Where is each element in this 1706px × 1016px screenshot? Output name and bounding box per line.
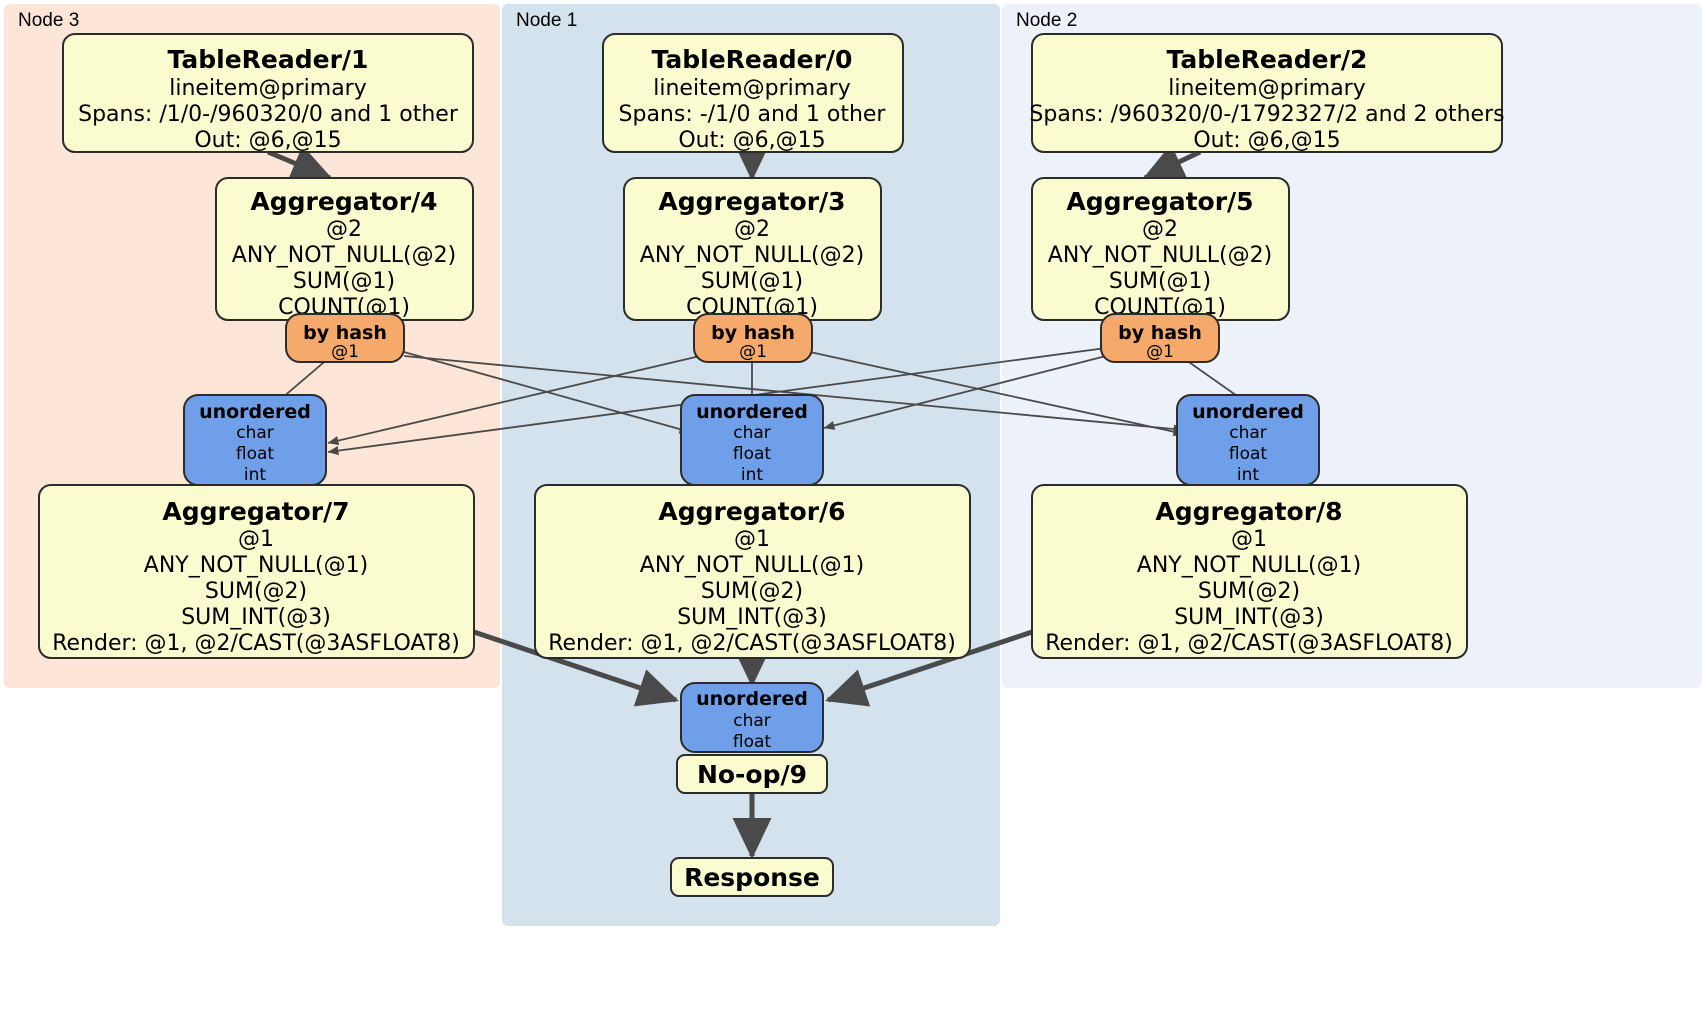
- edge-tr1-to-agg4: [267, 145, 333, 182]
- synchronizer-unordered-final[interactable]: unordered char float: [680, 682, 824, 753]
- edge-hashL-to-unordL: [281, 356, 331, 399]
- aggregator-5-title: Aggregator/5: [1066, 187, 1253, 216]
- aggregator-3-line-1: ANY_NOT_NULL(@2): [640, 243, 864, 268]
- edge-hashR-to-unordM: [823, 355, 1107, 430]
- synchronizer-unordered-left[interactable]: unordered char float int: [183, 394, 327, 486]
- edge-hashM-to-unordR: [809, 351, 1185, 437]
- router-by-hash-right[interactable]: by hash @1: [1100, 313, 1220, 363]
- aggregator-6-title: Aggregator/6: [658, 497, 845, 526]
- table-reader-2-line-1: Spans: /960320/0-/1792327/2 and 2 others: [1029, 102, 1504, 127]
- unordered-final-line-0: char: [733, 711, 771, 731]
- cluster-label-node-3: Node 3: [18, 10, 79, 31]
- edge-hashM-to-unordL: [327, 355, 701, 446]
- processor-response[interactable]: Response: [670, 857, 834, 897]
- aggregator-8-line-3: SUM_INT(@3): [1174, 605, 1324, 630]
- aggregator-8-line-1: ANY_NOT_NULL(@1): [1137, 553, 1361, 578]
- aggregator-7-line-1: ANY_NOT_NULL(@1): [144, 553, 368, 578]
- processor-noop-9[interactable]: No-op/9: [676, 754, 828, 794]
- unordered-mid-line-0: char: [733, 423, 771, 443]
- by-hash-left-line-0: @1: [331, 342, 359, 362]
- aggregator-8-line-4: Render: @1, @2/CAST(@3ASFLOAT8): [1045, 631, 1453, 656]
- table-reader-2-line-2: Out: @6,@15: [1193, 128, 1340, 153]
- table-reader-2-title: TableReader/2: [1167, 45, 1368, 74]
- aggregator-3-title: Aggregator/3: [658, 187, 845, 216]
- unordered-left-title: unordered: [199, 401, 311, 423]
- unordered-mid-line-2: int: [741, 465, 763, 485]
- table-reader-0-title: TableReader/0: [652, 45, 853, 74]
- processor-table-reader-0[interactable]: TableReader/0 lineitem@primary Spans: -/…: [602, 33, 904, 153]
- edge-hashR-to-unordR: [1185, 359, 1241, 399]
- by-hash-left-title: by hash: [303, 322, 387, 344]
- synchronizer-unordered-right[interactable]: unordered char float int: [1176, 394, 1320, 486]
- aggregator-6-line-0: @1: [734, 527, 770, 552]
- unordered-left-line-2: int: [244, 465, 266, 485]
- unordered-left-line-0: char: [236, 423, 274, 443]
- unordered-right-title: unordered: [1192, 401, 1304, 423]
- router-by-hash-left[interactable]: by hash @1: [285, 313, 405, 363]
- aggregator-6-line-3: SUM_INT(@3): [677, 605, 827, 630]
- edge-tr2-to-agg5: [1142, 144, 1202, 181]
- unordered-final-title: unordered: [696, 688, 808, 710]
- edge-hashL-to-unordR: [403, 355, 1185, 434]
- processor-aggregator-5[interactable]: Aggregator/5 @2 ANY_NOT_NULL(@2) SUM(@1)…: [1031, 177, 1290, 321]
- aggregator-3-line-0: @2: [734, 217, 770, 242]
- by-hash-mid-line-0: @1: [739, 342, 767, 362]
- aggregator-8-title: Aggregator/8: [1155, 497, 1342, 526]
- processor-aggregator-3[interactable]: Aggregator/3 @2 ANY_NOT_NULL(@2) SUM(@1)…: [623, 177, 882, 321]
- processor-aggregator-4[interactable]: Aggregator/4 @2 ANY_NOT_NULL(@2) SUM(@1)…: [215, 177, 474, 321]
- aggregator-7-line-0: @1: [238, 527, 274, 552]
- aggregator-5-line-2: SUM(@1): [1109, 269, 1211, 294]
- table-reader-1-line-0: lineitem@primary: [169, 76, 367, 101]
- by-hash-right-line-0: @1: [1146, 342, 1174, 362]
- table-reader-1-line-2: Out: @6,@15: [194, 128, 341, 153]
- aggregator-7-line-2: SUM(@2): [205, 579, 307, 604]
- unordered-mid-title: unordered: [696, 401, 808, 423]
- edge-agg8-to-final-sync: [825, 629, 1033, 707]
- table-reader-0-line-0: lineitem@primary: [653, 76, 851, 101]
- noop-9-title: No-op/9: [697, 760, 807, 789]
- unordered-left-line-1: float: [236, 444, 275, 464]
- processor-aggregator-6[interactable]: Aggregator/6 @1 ANY_NOT_NULL(@1) SUM(@2)…: [534, 484, 971, 659]
- cluster-label-node-1: Node 1: [516, 10, 577, 31]
- table-reader-2-line-0: lineitem@primary: [1168, 76, 1366, 101]
- aggregator-7-line-3: SUM_INT(@3): [181, 605, 331, 630]
- aggregator-8-line-2: SUM(@2): [1198, 579, 1300, 604]
- processor-table-reader-2[interactable]: TableReader/2 lineitem@primary Spans: /9…: [1029, 33, 1505, 153]
- aggregator-7-line-4: Render: @1, @2/CAST(@3ASFLOAT8): [52, 631, 460, 656]
- unordered-right-line-1: float: [1229, 444, 1268, 464]
- response-title: Response: [684, 863, 820, 892]
- by-hash-mid-title: by hash: [711, 322, 795, 344]
- table-reader-0-line-1: Spans: -/1/0 and 1 other: [619, 102, 887, 127]
- processor-table-reader-1[interactable]: TableReader/1 lineitem@primary Spans: /1…: [62, 33, 474, 153]
- aggregator-4-line-2: SUM(@1): [293, 269, 395, 294]
- synchronizer-unordered-mid[interactable]: unordered char float int: [680, 394, 824, 486]
- table-reader-0-line-2: Out: @6,@15: [678, 128, 825, 153]
- aggregator-6-line-2: SUM(@2): [701, 579, 803, 604]
- edge-agg7-to-final-sync: [473, 629, 679, 707]
- aggregator-6-line-4: Render: @1, @2/CAST(@3ASFLOAT8): [548, 631, 956, 656]
- by-hash-right-title: by hash: [1118, 322, 1202, 344]
- aggregator-7-title: Aggregator/7: [162, 497, 349, 526]
- aggregator-4-line-0: @2: [326, 217, 362, 242]
- aggregator-5-line-0: @2: [1142, 217, 1178, 242]
- aggregator-4-title: Aggregator/4: [250, 187, 437, 216]
- cluster-label-node-2: Node 2: [1016, 10, 1077, 31]
- processor-aggregator-7[interactable]: Aggregator/7 @1 ANY_NOT_NULL(@1) SUM(@2)…: [38, 484, 475, 659]
- aggregator-3-line-2: SUM(@1): [701, 269, 803, 294]
- unordered-right-line-0: char: [1229, 423, 1267, 443]
- router-by-hash-mid[interactable]: by hash @1: [693, 313, 813, 363]
- unordered-mid-line-1: float: [733, 444, 772, 464]
- aggregator-4-line-1: ANY_NOT_NULL(@2): [232, 243, 456, 268]
- aggregator-6-line-1: ANY_NOT_NULL(@1): [640, 553, 864, 578]
- table-reader-1-title: TableReader/1: [168, 45, 369, 74]
- unordered-right-line-2: int: [1237, 465, 1259, 485]
- table-reader-1-line-1: Spans: /1/0-/960320/0 and 1 other: [78, 102, 459, 127]
- aggregator-8-line-0: @1: [1231, 527, 1267, 552]
- unordered-final-line-1: float: [733, 732, 772, 752]
- aggregator-5-line-1: ANY_NOT_NULL(@2): [1048, 243, 1272, 268]
- processor-aggregator-8[interactable]: Aggregator/8 @1 ANY_NOT_NULL(@1) SUM(@2)…: [1031, 484, 1468, 659]
